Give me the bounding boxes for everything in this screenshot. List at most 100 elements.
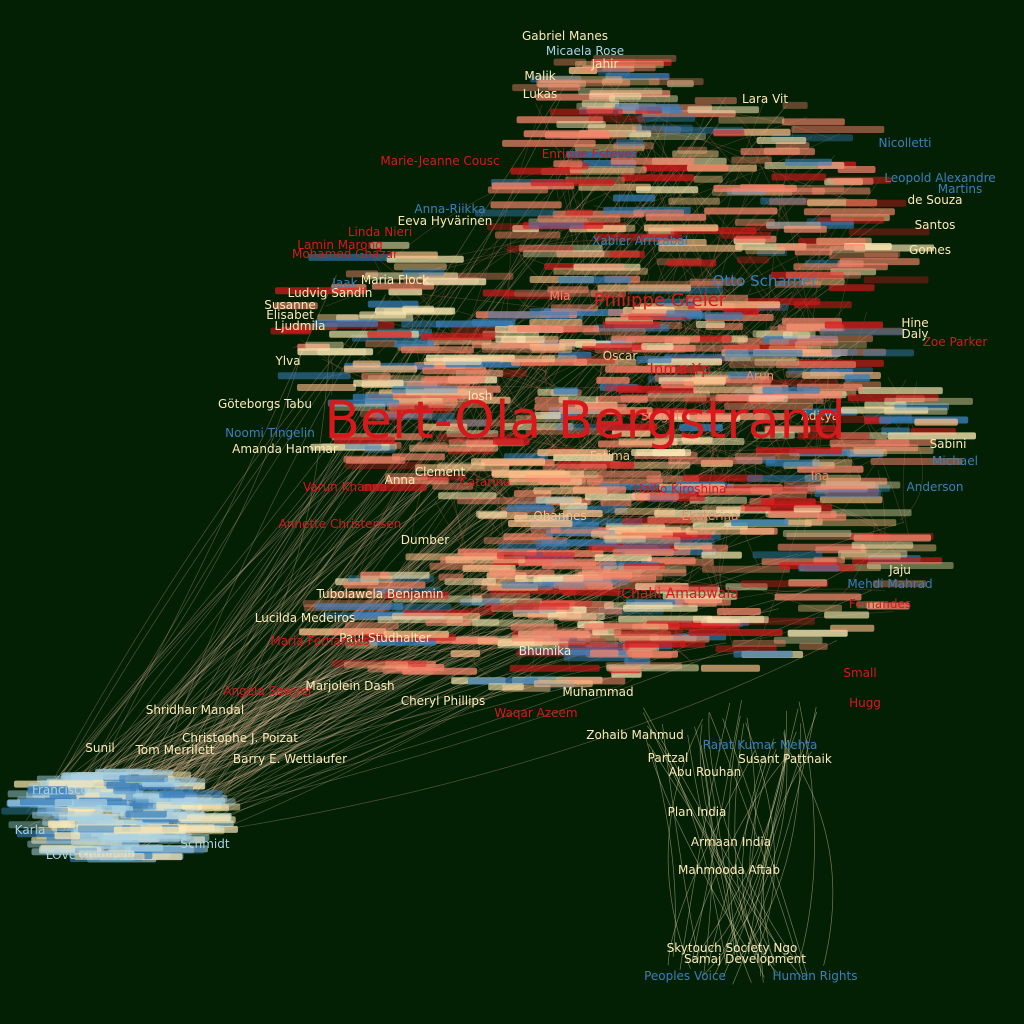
label-cloud-mark (704, 207, 778, 215)
label-cloud-mark (450, 650, 480, 658)
graph-edge (745, 722, 775, 957)
label-cloud-mark (716, 608, 761, 615)
label-cloud-mark (793, 263, 888, 271)
node-label: Philippe Greier (594, 290, 727, 311)
label-cloud-mark (159, 791, 186, 799)
label-cloud-mark (609, 250, 645, 258)
graph-edge (708, 712, 804, 976)
graph-edge (519, 249, 574, 309)
label-cloud-mark (692, 335, 732, 343)
label-cloud-mark (125, 810, 167, 818)
label-cloud-mark (783, 331, 810, 339)
graph-edge (324, 240, 600, 307)
label-cloud-mark (385, 591, 449, 599)
graph-edge (644, 735, 750, 953)
label-cloud-mark (597, 68, 630, 76)
label-cloud-mark (785, 271, 861, 279)
graph-edge (737, 723, 802, 960)
label-cloud-mark (647, 557, 696, 565)
label-cloud-mark (525, 427, 605, 435)
graph-edge (702, 729, 788, 976)
label-cloud-mark (584, 623, 648, 631)
graph-edge (694, 726, 713, 974)
node-label: Eeva Hyvärinen (398, 214, 493, 228)
label-cloud-mark (343, 581, 426, 589)
label-cloud-mark (784, 518, 823, 526)
graph-edge (691, 700, 742, 963)
label-cloud-mark (365, 340, 398, 348)
label-cloud-mark (829, 252, 899, 260)
graph-edge (679, 702, 731, 970)
label-cloud-mark (731, 156, 772, 164)
label-cloud-mark (47, 820, 72, 828)
node-label: Rajat Kumar Mehta (703, 738, 818, 752)
node-label: Clement (415, 465, 466, 479)
node-label: Muhammad (562, 685, 633, 699)
label-cloud-mark (95, 805, 127, 812)
label-cloud-mark (613, 194, 656, 202)
node-label: Ludvig Sandin (288, 286, 373, 300)
label-cloud-mark (149, 834, 210, 841)
graph-edge (732, 706, 817, 985)
label-cloud-mark (274, 302, 318, 310)
label-cloud-mark (762, 386, 820, 394)
label-cloud-mark (641, 343, 674, 350)
label-cloud-mark (553, 387, 579, 395)
node-label: Santos (915, 218, 956, 232)
graph-edge (667, 718, 704, 969)
label-cloud-mark (623, 563, 666, 570)
graph-edge (102, 635, 545, 782)
label-cloud-mark (482, 289, 514, 297)
label-cloud-mark (645, 213, 707, 221)
label-cloud-mark (788, 579, 828, 587)
label-cloud-mark (667, 80, 694, 88)
label-cloud-mark (69, 792, 100, 799)
graph-edge (99, 185, 524, 851)
graph-edge (161, 388, 592, 789)
label-cloud-mark (693, 386, 782, 394)
label-cloud-mark (365, 272, 459, 280)
label-cloud-mark (702, 505, 745, 513)
label-cloud-mark (824, 611, 870, 619)
label-cloud-mark (48, 821, 76, 829)
label-cloud-mark (345, 641, 378, 649)
graph-edge (618, 487, 710, 593)
label-cloud-mark (894, 403, 949, 411)
graph-edge (760, 751, 812, 983)
node-label: Marjolein Dash (305, 679, 394, 693)
label-cloud-mark (819, 328, 905, 336)
graph-edge (326, 336, 568, 617)
graph-edge (173, 122, 665, 843)
node-label: Ekaterina (682, 509, 739, 523)
graph-edge (148, 179, 635, 812)
label-cloud-mark (594, 554, 652, 562)
label-cloud-mark (672, 150, 719, 158)
graph-edge (147, 60, 616, 789)
node-label: Mahmooda Aftab (678, 863, 780, 877)
label-cloud-mark (559, 339, 597, 346)
label-cloud-mark (54, 799, 108, 806)
label-cloud-mark (514, 575, 584, 582)
graph-edge (79, 165, 614, 824)
label-cloud-mark (761, 498, 816, 506)
label-cloud-mark (702, 544, 729, 552)
label-cloud-mark (471, 319, 516, 326)
label-cloud-mark (270, 327, 312, 335)
label-cloud-mark (694, 97, 737, 105)
label-cloud-mark (611, 429, 651, 437)
label-cloud-mark (756, 249, 788, 256)
label-cloud-mark (336, 314, 414, 322)
label-cloud-mark (765, 501, 823, 509)
label-cloud-mark (529, 319, 583, 326)
label-cloud-mark (497, 641, 569, 649)
label-cloud-mark (344, 661, 409, 669)
label-cloud-mark (658, 239, 707, 246)
node-label: Lukas (523, 87, 557, 101)
graph-edge (40, 342, 418, 813)
node-label: Bhumika (519, 644, 572, 658)
node-label: Susant Pattnaik (738, 752, 832, 766)
graph-edge (79, 663, 376, 782)
label-cloud-mark (623, 604, 698, 612)
label-cloud-mark (451, 326, 503, 334)
label-cloud-mark (333, 437, 396, 445)
